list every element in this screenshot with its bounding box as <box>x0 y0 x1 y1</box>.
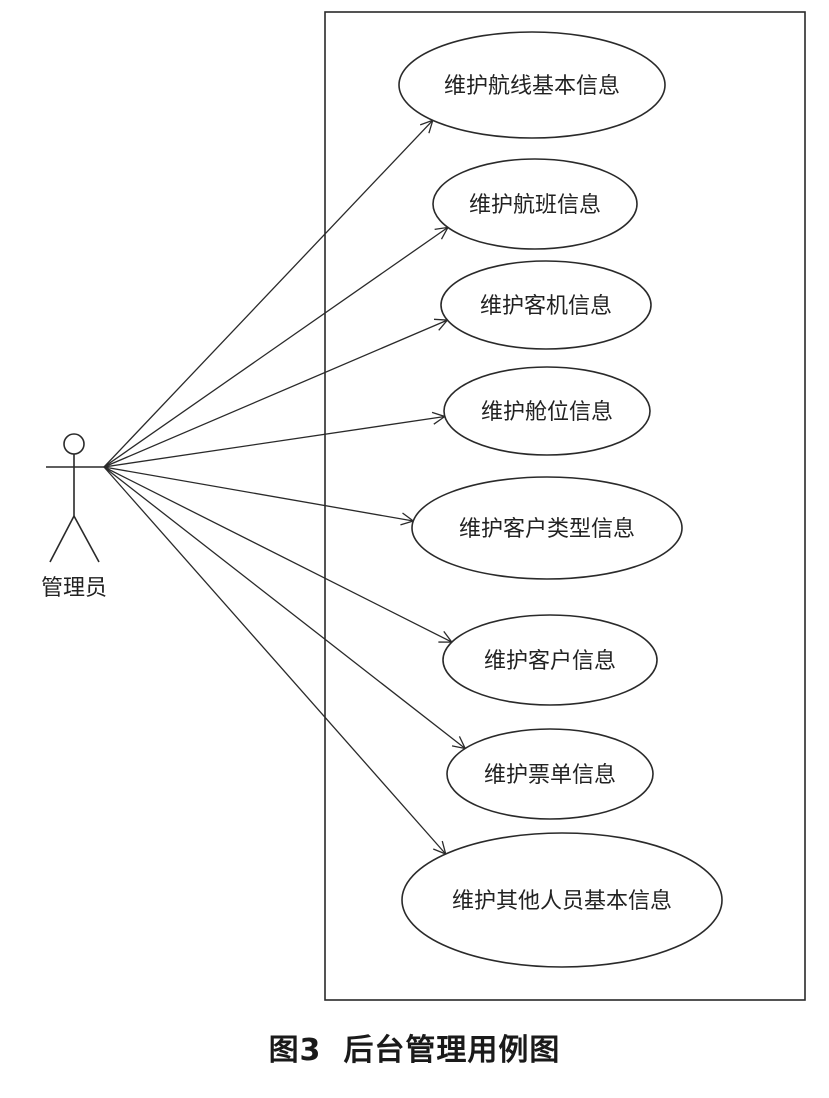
use-case-label: 维护客户信息 <box>484 649 616 674</box>
use-case-label: 维护票单信息 <box>484 763 616 788</box>
figure-caption: 图3 后台管理用例图 <box>0 1025 829 1069</box>
use-case-label: 维护舱位信息 <box>481 400 613 425</box>
association-arrow <box>103 466 446 854</box>
use-case-list: 维护航线基本信息 维护航班信息 维护客机信息 维护舱位信息 维护客户类型信息 维… <box>398 31 723 968</box>
use-case-ellipse <box>401 832 723 968</box>
use-case-ellipse <box>446 728 654 820</box>
use-case-aircraft-info[interactable]: 维护客机信息 <box>440 260 652 350</box>
use-case-ellipse <box>411 476 683 580</box>
use-case-label: 维护航班信息 <box>469 193 601 218</box>
association-arrow <box>103 466 413 521</box>
figure-title: 后台管理用例图 <box>343 1033 561 1068</box>
association-arrow <box>103 320 447 468</box>
actor[interactable]: 管理员 <box>41 433 107 601</box>
stick-figure-icon <box>46 433 104 563</box>
figure-number: 图3 <box>268 1033 322 1068</box>
use-case-customer-info[interactable]: 维护客户信息 <box>442 614 658 706</box>
use-case-route-basic-info[interactable]: 维护航线基本信息 <box>398 31 666 139</box>
association-arrow <box>103 227 448 468</box>
use-case-label: 维护客户类型信息 <box>459 517 635 542</box>
association-arrow <box>103 417 445 468</box>
use-case-ellipse <box>443 366 651 456</box>
use-case-label: 维护其他人员基本信息 <box>452 889 672 914</box>
use-case-label: 维护客机信息 <box>480 294 612 319</box>
association-arrow <box>103 120 433 468</box>
association-lines <box>103 120 465 854</box>
use-case-other-staff-info[interactable]: 维护其他人员基本信息 <box>401 832 723 968</box>
use-case-ellipse <box>432 158 638 250</box>
use-case-flight-info[interactable]: 维护航班信息 <box>432 158 638 250</box>
use-case-customer-type-info[interactable]: 维护客户类型信息 <box>411 476 683 580</box>
use-case-label: 维护航线基本信息 <box>444 74 620 99</box>
use-case-ellipse <box>440 260 652 350</box>
actor-label: 管理员 <box>41 576 107 601</box>
use-case-cabin-info[interactable]: 维护舱位信息 <box>443 366 651 456</box>
association-arrow <box>103 466 452 642</box>
use-case-ellipse <box>442 614 658 706</box>
association-arrow <box>103 466 465 749</box>
use-case-ticket-info[interactable]: 维护票单信息 <box>446 728 654 820</box>
use-case-ellipse <box>398 31 666 139</box>
